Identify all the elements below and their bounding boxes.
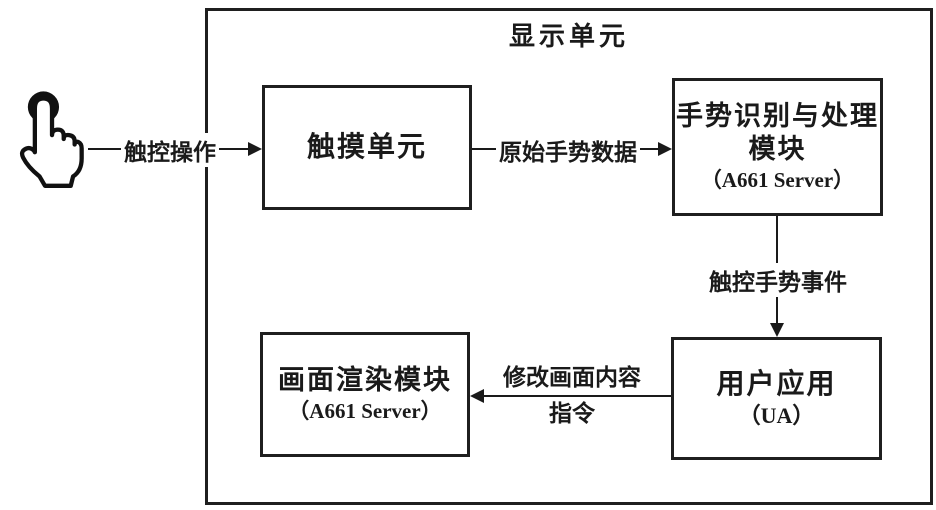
node-gesture-module-sublabel: （A661 Server） [700,168,855,192]
node-gesture-module-label-line1: 手势识别与处理 [676,101,879,131]
node-render-module: 画面渲染模块 （A661 Server） [260,332,470,457]
edge-gesture-event-label: 触控手势事件 [706,263,850,297]
node-gesture-module-label-line2: 模块 [748,134,807,164]
node-touch-unit-label: 触摸单元 [306,131,427,163]
tap-gesture-icon [19,91,84,188]
node-touch-unit: 触摸单元 [262,85,472,210]
node-user-app-label: 用户应用 [716,368,837,400]
edge-modify-screen-label: 修改画面内容 指令 [503,365,641,427]
edge-modify-screen-line [484,395,671,397]
node-gesture-module: 手势识别与处理 模块 （A661 Server） [672,78,883,216]
edge-raw-gesture-arrowhead [658,142,672,156]
node-render-module-label: 画面渲染模块 [278,365,452,395]
node-user-app: 用户应用 （UA） [671,337,882,460]
edge-touch-operation-label: 触控操作 [121,133,219,167]
node-user-app-sublabel: （UA） [738,402,815,428]
node-render-module-sublabel: （A661 Server） [288,399,442,423]
edge-raw-gesture-label: 原始手势数据 [496,133,640,167]
edge-modify-screen-label-line2: 指令 [549,401,595,426]
edge-modify-screen-arrowhead [470,389,484,403]
edge-modify-screen-label-line1: 修改画面内容 [503,365,641,390]
edge-gesture-event-arrowhead [770,323,784,337]
edge-touch-operation-arrowhead [248,142,262,156]
diagram-title: 显示单元 [508,22,629,51]
